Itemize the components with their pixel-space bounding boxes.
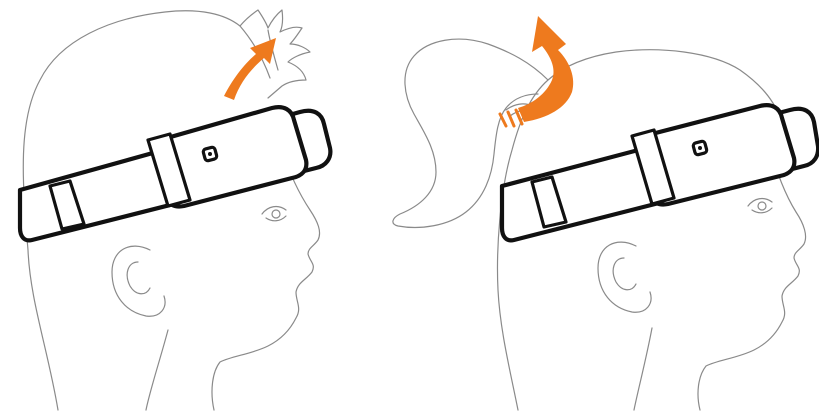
right-ear-icon (598, 242, 651, 312)
left-ear-inner-icon (127, 262, 150, 294)
left-ear-icon (112, 246, 165, 316)
right-head-strap-icon (502, 105, 818, 240)
left-pupil-icon (272, 210, 280, 218)
right-ear-inner-icon (613, 258, 636, 290)
hair-lift-arrow-icon (224, 38, 276, 100)
ponytail-lift-arrow-icon (500, 16, 573, 126)
right-neck-icon (634, 328, 652, 410)
right-pupil-icon (758, 202, 766, 210)
left-figure (20, 10, 330, 410)
left-head-strap-icon (20, 107, 330, 240)
right-figure (393, 16, 818, 410)
left-neck-icon (146, 330, 168, 410)
